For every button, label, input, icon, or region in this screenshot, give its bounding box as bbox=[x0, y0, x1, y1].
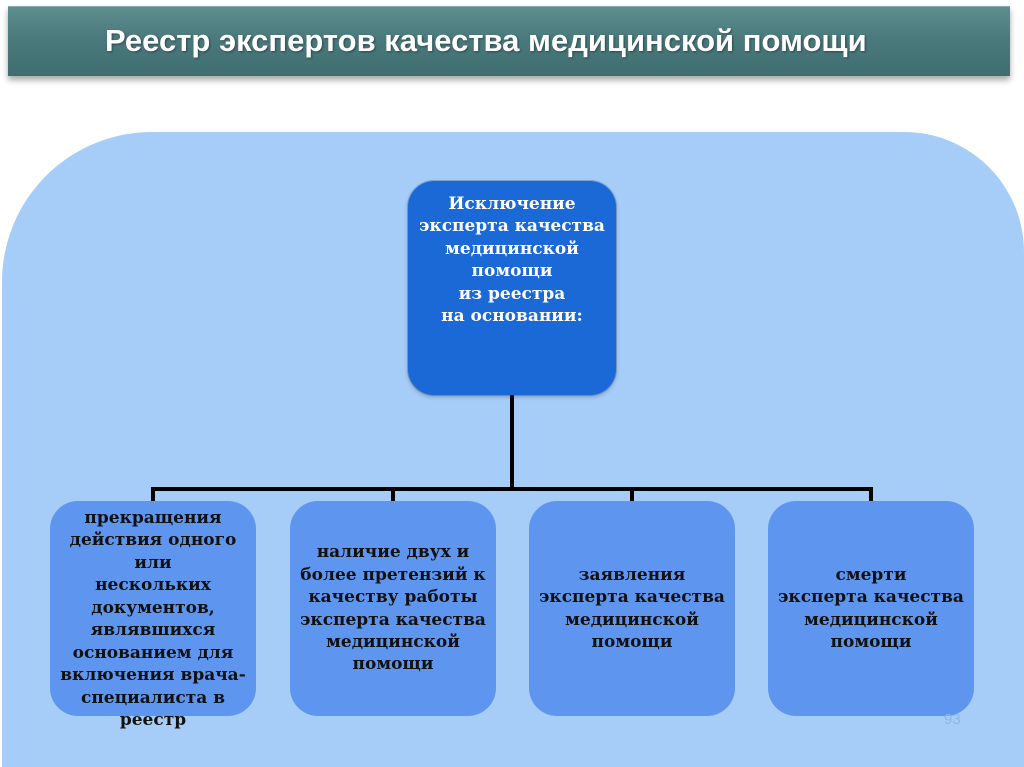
child-node-text: наличие двух и более претензий к качеств… bbox=[300, 542, 486, 675]
root-node: Исключение эксперта качества медицинской… bbox=[408, 181, 616, 395]
page-title: Реестр экспертов качества медицинской по… bbox=[105, 23, 867, 58]
child-node-termination-documents: прекращения действия одного или нескольк… bbox=[50, 501, 256, 730]
child-node-text: заявления эксперта качества медицинской … bbox=[539, 564, 725, 652]
child-node-death: смерти эксперта качества медицинской пом… bbox=[768, 501, 974, 716]
root-node-text: Исключение эксперта качества медицинской… bbox=[419, 194, 605, 327]
child-node-text: прекращения действия одного или нескольк… bbox=[60, 508, 246, 730]
child-node-application: заявления эксперта качества медицинской … bbox=[529, 501, 735, 716]
child-node-text: смерти эксперта качества медицинской пом… bbox=[778, 564, 964, 652]
title-bar: Реестр экспертов качества медицинской по… bbox=[8, 6, 1010, 76]
child-node-claims: наличие двух и более претензий к качеств… bbox=[290, 501, 496, 716]
slide-number: 93 bbox=[944, 711, 961, 728]
